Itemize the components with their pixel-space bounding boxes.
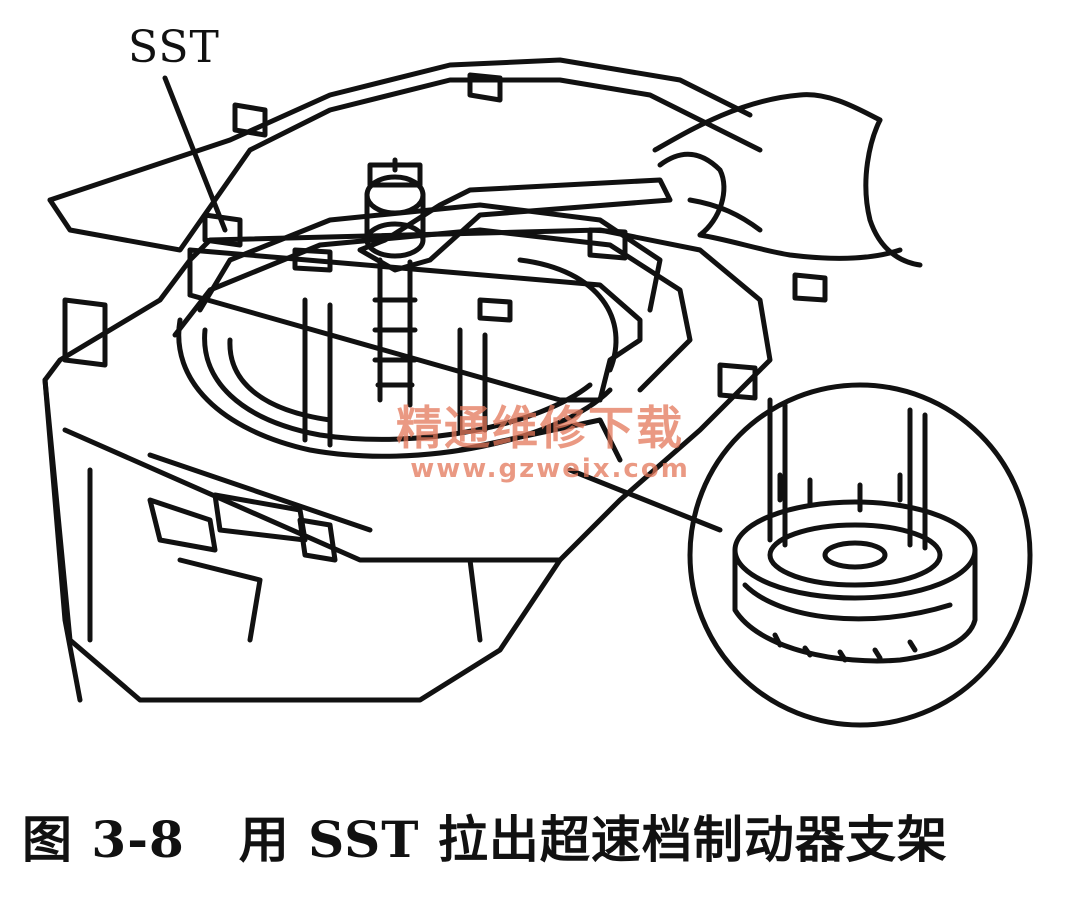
detail-callout-circle xyxy=(687,382,1033,728)
hand-with-wrench xyxy=(652,92,923,268)
watermark-text: 精通维修下载 xyxy=(396,401,684,455)
watermark: 精通维修下载 www.gzweix.com xyxy=(350,402,730,484)
brake-support-detail xyxy=(732,397,978,664)
figure-number: 图 3-8 xyxy=(22,810,185,869)
sst-callout-label: SST xyxy=(128,22,220,73)
sst-puller-tool xyxy=(187,157,673,448)
figure-caption: 图 3-8 用 SST 拉出超速档制动器支架 xyxy=(22,800,948,872)
watermark-url: www.gzweix.com xyxy=(410,454,690,484)
flange-bolts xyxy=(62,72,828,401)
top-flange xyxy=(47,57,763,393)
figure-caption-text: 用 SST 拉出超速档制动器支架 xyxy=(238,810,948,869)
